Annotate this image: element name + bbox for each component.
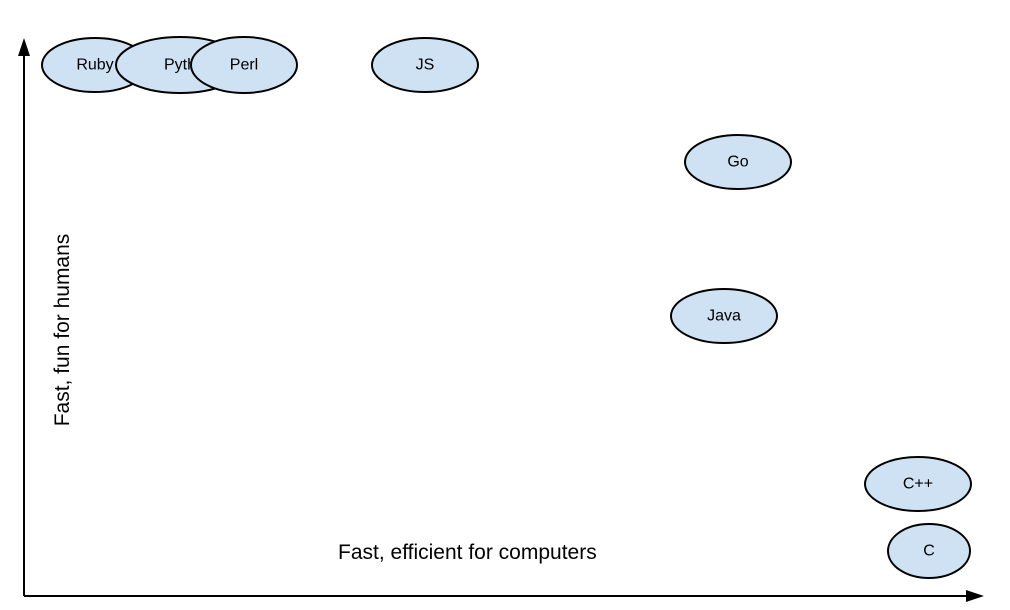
bubble-c-label: C (923, 543, 935, 560)
bubble-java: Java (670, 288, 778, 344)
y-axis (18, 38, 30, 596)
x-axis (24, 590, 984, 602)
y-axis-arrowhead (18, 38, 30, 56)
bubble-python-label: Pyth (164, 57, 196, 74)
bubble-perl-label: Perl (230, 57, 258, 74)
bubble-c: C (887, 523, 971, 579)
bubble-perl-shape (190, 36, 298, 94)
bubble-java-shape (670, 288, 778, 344)
bubble-go-shape (684, 134, 792, 190)
bubble-js-shape (371, 37, 479, 93)
bubble-go: Go (684, 134, 792, 190)
x-axis-arrowhead (966, 590, 984, 602)
bubble-cpp-label: C++ (903, 476, 933, 493)
bubble-cpp: C++ (864, 456, 972, 512)
bubble-ruby-label: Ruby (76, 57, 113, 74)
bubble-js: JS (371, 37, 479, 93)
bubble-go-label: Go (727, 154, 748, 171)
bubble-cpp-shape (864, 456, 972, 512)
bubble-perl: Perl (190, 36, 298, 94)
bubble-c-shape (887, 523, 971, 579)
x-axis-label: Fast, efficient for computers (338, 541, 597, 564)
bubble-java-label: Java (707, 308, 741, 325)
bubble-ruby: Ruby (41, 37, 149, 93)
y-axis-label: Fast, fun for humans (51, 233, 74, 427)
bubble-js-label: JS (416, 57, 435, 74)
